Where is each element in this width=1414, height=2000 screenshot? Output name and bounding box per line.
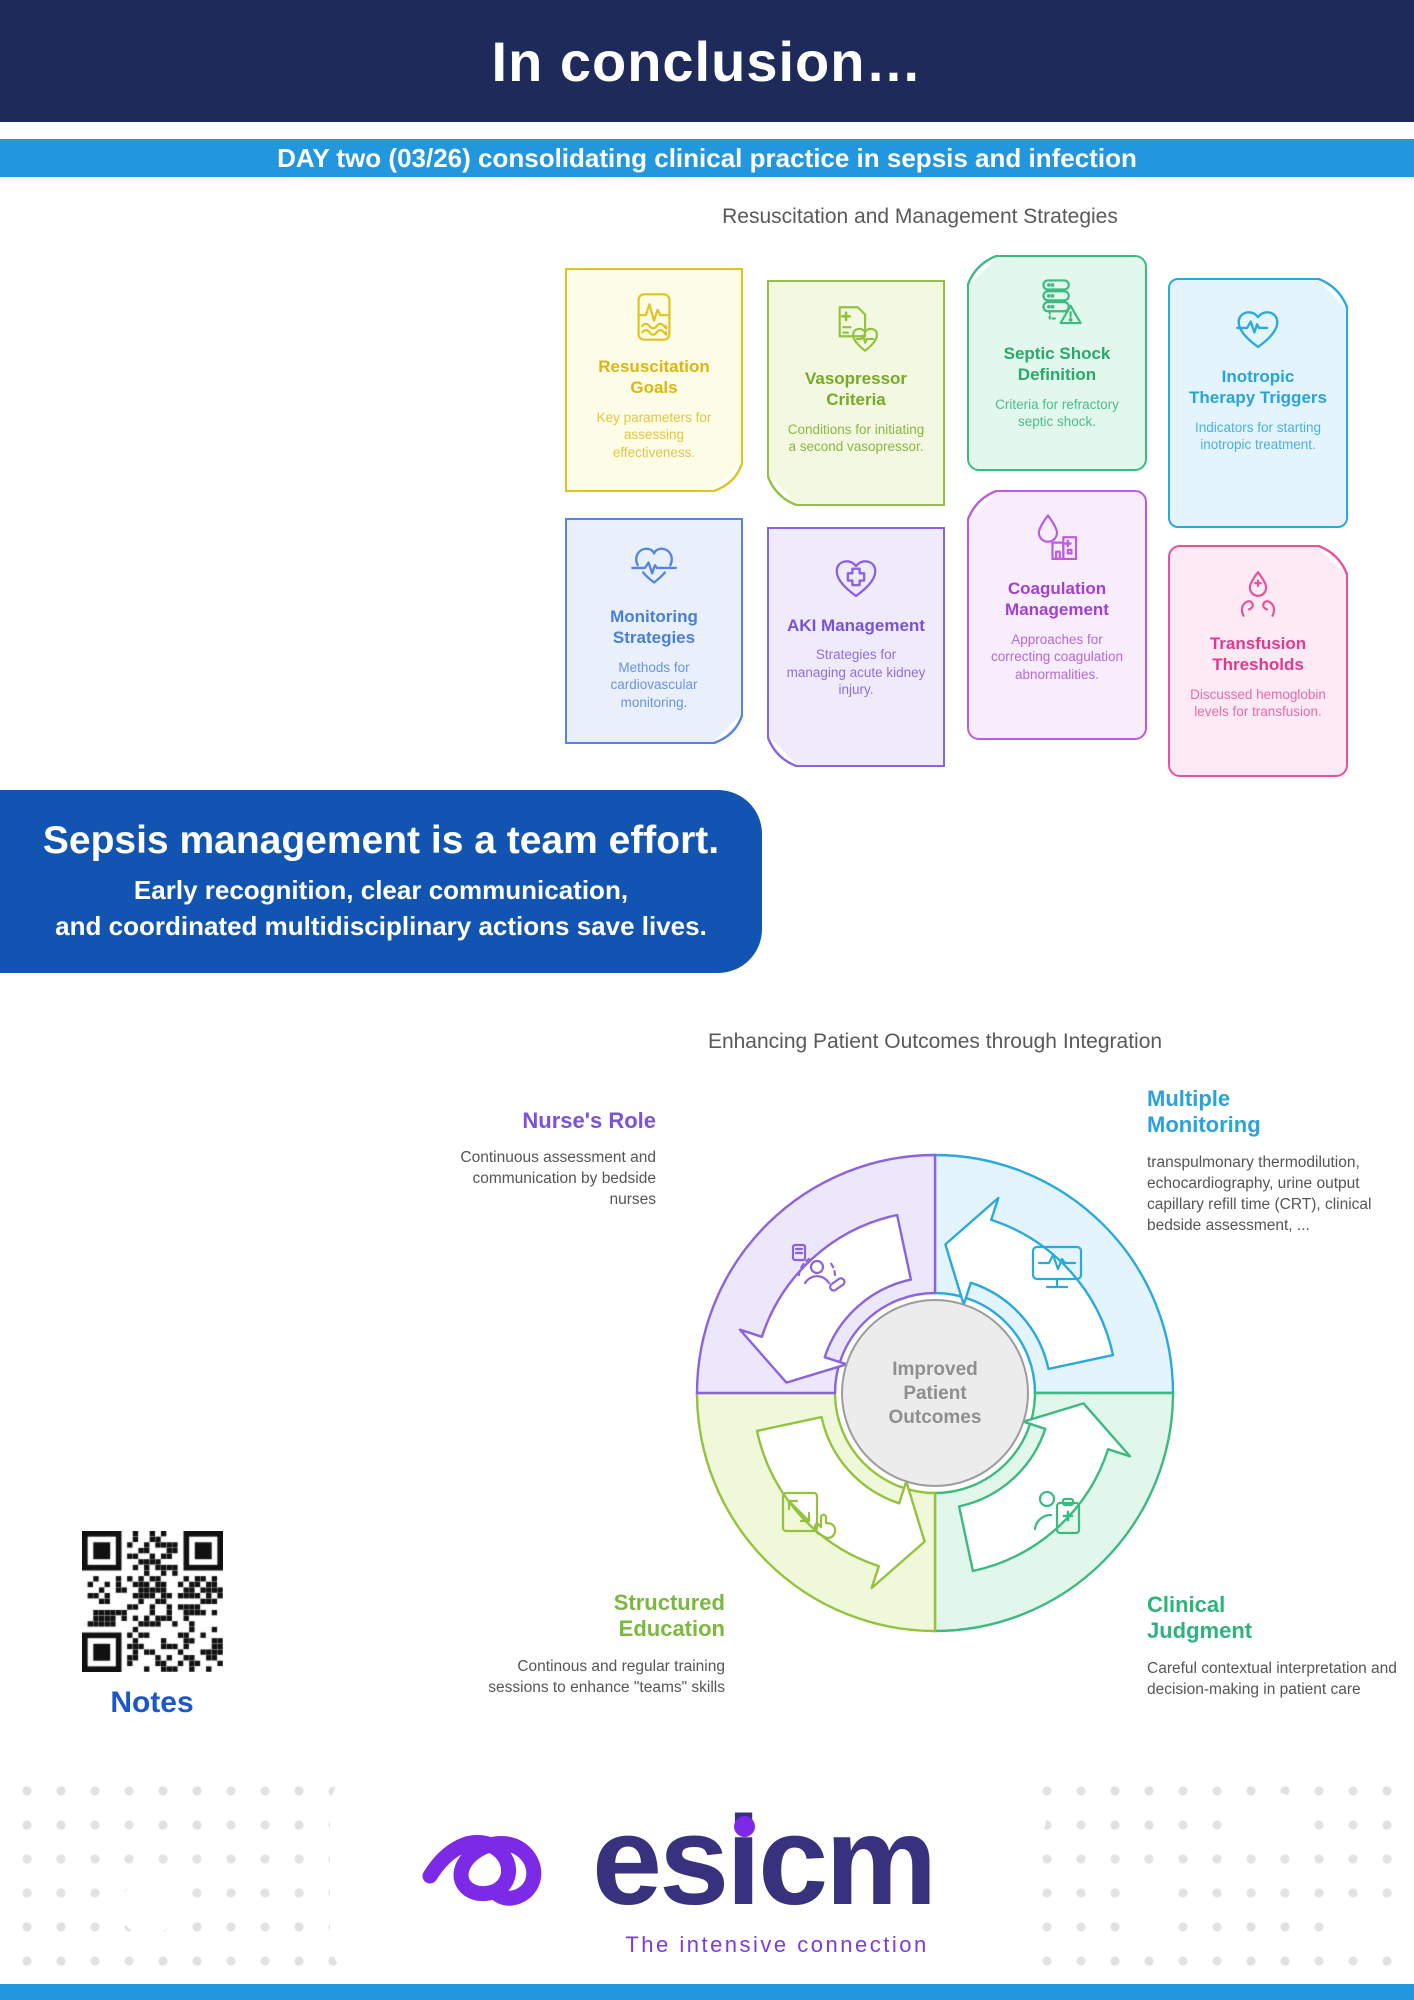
card-transfusion-thresholds: Transfusion Thresholds Discussed hemoglo… — [1168, 545, 1348, 777]
server-warning-icon — [979, 273, 1135, 335]
card-desc: Strategies for managing acute kidney inj… — [786, 647, 926, 698]
card-desc: Indicators for starting inotropic treatm… — [1194, 419, 1322, 453]
heart-ecg-icon — [577, 536, 731, 598]
folded-corner — [711, 460, 743, 492]
folded-corner — [711, 712, 743, 744]
nurses-role-desc: Continuous assessment and communication … — [460, 1149, 656, 1209]
esicm-brand-text: esicm — [592, 1790, 937, 1931]
card-desc: Criteria for refractory septic shock. — [995, 396, 1119, 430]
esicm-wordmark: esicm — [592, 1798, 972, 1930]
structured-education-label: Structured Education — [613, 1590, 725, 1642]
clinical-judgment-icon — [1033, 1490, 1081, 1535]
card-title: Transfusion Thresholds — [1209, 634, 1307, 675]
multiple-monitoring-block: Multiple Monitoring transpulmonary therm… — [1147, 1086, 1392, 1236]
education-screen-icon — [781, 1491, 837, 1540]
hands-drop-icon — [1180, 563, 1336, 625]
callout-line2: and coordinated multidisciplinary action… — [55, 910, 707, 941]
day-banner-text: DAY two (03/26) consolidating clinical p… — [277, 142, 1137, 173]
card-desc: Discussed hemoglobin levels for transfus… — [1190, 686, 1326, 720]
integration-cycle-diagram — [695, 1153, 1175, 1633]
multiple-monitoring-desc: transpulmonary thermodilution, echocardi… — [1147, 1153, 1372, 1234]
notes-label: Notes — [110, 1686, 194, 1719]
document-heart-icon — [779, 298, 933, 360]
strategies-section-title: Resuscitation and Management Strategies — [722, 205, 1118, 228]
pattern-circle — [120, 1880, 176, 1936]
cycle-arrows — [738, 1196, 1132, 1590]
folded-corner — [767, 474, 799, 506]
card-monitoring-strategies: Monitoring Strategies Methods for cardio… — [565, 518, 743, 744]
card-desc: Conditions for initiating a second vasop… — [787, 421, 925, 455]
card-desc: Approaches for correcting coagulation ab… — [990, 631, 1124, 682]
nurse-assessment-icon — [791, 1243, 846, 1292]
card-title: AKI Management — [787, 616, 925, 635]
pattern-circle — [1340, 1900, 1396, 1956]
structured-education-desc: Continous and regular training sessions … — [488, 1657, 725, 1696]
clinical-judgment-block: Clinical Judgment Careful contextual int… — [1147, 1592, 1397, 1701]
callout-line1: Early recognition, clear communication, — [133, 875, 629, 906]
folded-corner — [967, 490, 999, 522]
card-title: Septic Shock Definition — [1003, 344, 1111, 385]
esicm-tagline: The intensive connection — [625, 1932, 929, 1957]
card-desc: Methods for cardiovascular monitoring. — [610, 659, 698, 710]
bottom-blue-bar — [0, 1984, 1414, 2000]
pattern-circle — [1246, 1792, 1302, 1848]
card-septic-shock-definition: Septic Shock Definition Criteria for ref… — [967, 255, 1147, 471]
card-vasopressor-criteria: Vasopressor Criteria Conditions for init… — [767, 280, 945, 506]
center-label: Improved Patient Outcomes — [888, 1359, 982, 1428]
card-desc: Key parameters for assessing effectivene… — [596, 409, 712, 460]
folded-corner — [967, 255, 999, 287]
folded-corner — [1316, 278, 1348, 310]
card-resuscitation-goals: Resuscitation Goals Key parameters for a… — [565, 268, 743, 492]
pattern-circle — [1120, 1876, 1176, 1932]
heart-cross-icon — [779, 545, 933, 607]
nurses-role-block: Nurse's Role Continuous assessment and c… — [430, 1108, 656, 1211]
clinical-judgment-label: Clinical Judgment — [1147, 1592, 1253, 1644]
drop-hospital-icon — [979, 508, 1135, 570]
card-inotropic-therapy-triggers: Inotropic Therapy Triggers Indicators fo… — [1168, 278, 1348, 528]
i-dot-accent — [734, 1816, 755, 1837]
esicm-knot-logo — [422, 1835, 542, 1906]
center-circle — [841, 1299, 1029, 1487]
card-title: Monitoring Strategies — [610, 607, 698, 648]
card-aki-management: AKI Management Strategies for managing a… — [767, 527, 945, 767]
page-title: In conclusion… — [491, 29, 923, 93]
card-title: Coagulation Management — [1005, 579, 1109, 620]
callout-heading: Sepsis management is a team effort. — [42, 819, 720, 863]
heart-pulse-icon — [1180, 296, 1336, 358]
notes-qr-code — [82, 1531, 223, 1672]
logo-backdrop — [330, 1768, 1040, 1980]
monitor-waveform-icon — [577, 286, 731, 348]
structured-education-block: Structured Education Continous and regul… — [480, 1590, 725, 1699]
conclusion-banner: In conclusion… — [0, 0, 1414, 122]
card-title: Vasopressor Criteria — [804, 369, 908, 410]
card-coagulation-management: Coagulation Management Approaches for co… — [967, 490, 1147, 740]
team-effort-callout: Sepsis management is a team effort. Earl… — [0, 790, 762, 973]
card-title: Resuscitation Goals — [598, 357, 710, 398]
integration-section-title: Enhancing Patient Outcomes through Integ… — [707, 1030, 1163, 1053]
nurses-role-label: Nurse's Role — [522, 1108, 656, 1133]
multiple-monitoring-label: Multiple Monitoring — [1147, 1086, 1261, 1138]
folded-corner — [1316, 545, 1348, 577]
clinical-judgment-desc: Careful contextual interpretation and de… — [1147, 1659, 1397, 1698]
folded-corner — [767, 735, 799, 767]
card-title: Inotropic Therapy Triggers — [1189, 367, 1327, 408]
monitoring-screen-icon — [1031, 1245, 1083, 1289]
day-banner: DAY two (03/26) consolidating clinical p… — [0, 139, 1414, 177]
